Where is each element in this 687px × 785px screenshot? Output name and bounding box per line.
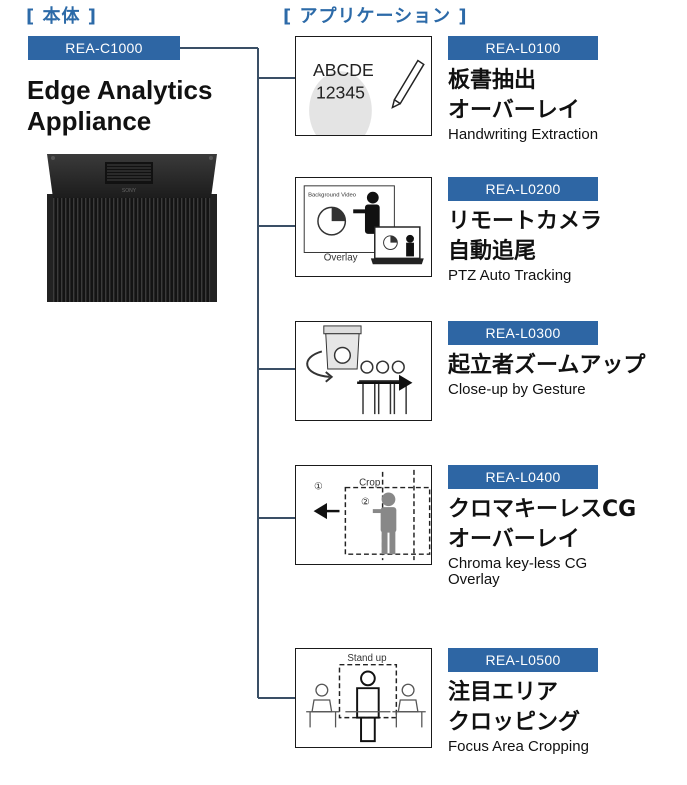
laptop-icon [370, 226, 424, 265]
app-name-jp-line2: 自動追尾 [448, 239, 537, 264]
thumb-text-background-video: Background Video [308, 193, 357, 199]
device-brand-label: SONY [122, 188, 137, 194]
app-model-badge: REA-L0100 [448, 36, 598, 60]
main-unit-title-line1: Edge Analytics [27, 75, 213, 105]
appliance-device-image: SONY [47, 154, 217, 302]
app-thumbnail-chromakey: ① Crop ② [295, 465, 432, 565]
gesture-arrow-icon [357, 374, 413, 391]
app-name-jp-line1: 板書抽出 [448, 68, 537, 93]
app-name-en: Close-up by Gesture [448, 381, 586, 398]
person-icon [372, 492, 397, 555]
thumb-text-stand-up: Stand up [347, 653, 387, 664]
main-unit-model-badge: REA-C1000 [28, 36, 180, 60]
app-info-l0200: REA-L0200 リモートカメラ 自動追尾 PTZ Auto Tracking [448, 177, 602, 284]
app-name-jp-line1: クロマキーレスCG [448, 497, 637, 522]
app-name-jp-line1: リモートカメラ [448, 209, 603, 234]
standing-person-icon [356, 670, 380, 743]
app-name-jp-line1: 起立者ズームアップ [448, 353, 646, 378]
pen-icon [391, 59, 425, 109]
app-name-jp-line2: オーバーレイ [448, 527, 580, 552]
app-thumbnail-ptz-tracking: Background Video Overlay [295, 177, 432, 277]
ptz-camera-icon [323, 325, 362, 370]
app-name-en: PTZ Auto Tracking [448, 267, 572, 284]
app-thumbnail-focus-cropping: Stand up [295, 648, 432, 748]
thumb-text-abcde: ABCDE [313, 60, 374, 80]
app-thumbnail-handwriting: ABCDE 12345 [295, 36, 432, 136]
app-name-en-line1: Chroma key-less CG [448, 555, 588, 572]
thumb-text-overlay: Overlay [324, 252, 358, 263]
app-info-l0500: REA-L0500 注目エリア クロッピング Focus Area Croppi… [448, 648, 598, 755]
people-icon [359, 360, 407, 415]
app-model-badge: REA-L0400 [448, 465, 598, 489]
app-info-l0100: REA-L0100 板書抽出 オーバーレイ Handwriting Extrac… [448, 36, 598, 143]
app-name-en: Focus Area Cropping [448, 738, 589, 755]
rotate-arrow-icon [306, 350, 334, 383]
app-name-en-line2: Overlay [448, 571, 500, 588]
app-model-badge: REA-L0200 [448, 177, 598, 201]
left-arrow-icon [313, 503, 340, 520]
thumb-text-crop: Crop [359, 478, 381, 489]
app-model-badge: REA-L0500 [448, 648, 598, 672]
app-info-l0300: REA-L0300 起立者ズームアップ Close-up by Gesture [448, 321, 645, 398]
audience-icon [306, 683, 426, 728]
app-thumbnail-gesture-closeup [295, 321, 432, 421]
app-name-jp-line2: クロッピング [448, 710, 581, 735]
main-unit-title: Edge Analytics Appliance [27, 75, 212, 137]
applications-heading: [ アプリケーション ] [283, 6, 468, 27]
thumb-step-1: ① [314, 482, 323, 493]
app-info-l0400: REA-L0400 クロマキーレスCG オーバーレイ Chroma key-le… [448, 465, 636, 588]
app-name-jp-line1: 注目エリア [448, 680, 559, 705]
app-name-en: Handwriting Extraction [448, 126, 599, 143]
thumb-step-2: ② [361, 497, 370, 508]
main-unit-title-line2: Appliance [27, 106, 152, 136]
app-model-badge: REA-L0300 [448, 321, 598, 345]
thumb-text-12345: 12345 [316, 83, 365, 103]
main-unit-heading: [ 本体 ] [26, 6, 97, 27]
app-name-jp-line2: オーバーレイ [448, 98, 580, 123]
